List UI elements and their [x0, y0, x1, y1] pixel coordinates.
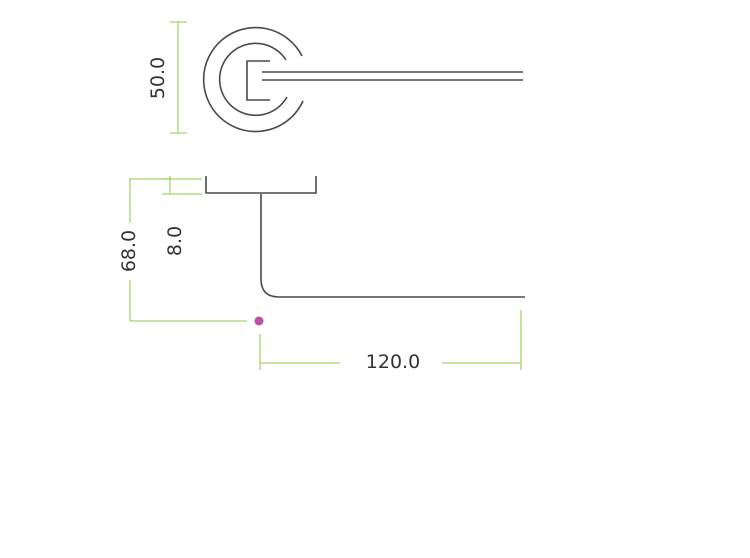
rose-diameter-label: 50.0	[147, 57, 169, 99]
datum-point	[254, 316, 264, 326]
side-view	[205, 176, 525, 298]
lever-height-label: 68.0	[118, 230, 140, 272]
lever-neck-outline	[246, 60, 270, 101]
rose-side-profile	[205, 176, 317, 194]
dimension-rose-diameter: 50.0	[147, 21, 187, 134]
lever-length-label: 120.0	[366, 351, 420, 373]
rose-depth-label: 8.0	[164, 226, 186, 256]
rose-inner-arc	[218, 42, 288, 117]
lever-side-profile	[260, 194, 525, 298]
dimension-rose-depth: 8.0	[162, 176, 202, 256]
dimension-lever-length: 120.0	[259, 310, 522, 373]
rose-outer-arc	[202, 26, 304, 133]
dimension-lever-height: 68.0	[118, 178, 247, 322]
top-view	[202, 26, 523, 133]
